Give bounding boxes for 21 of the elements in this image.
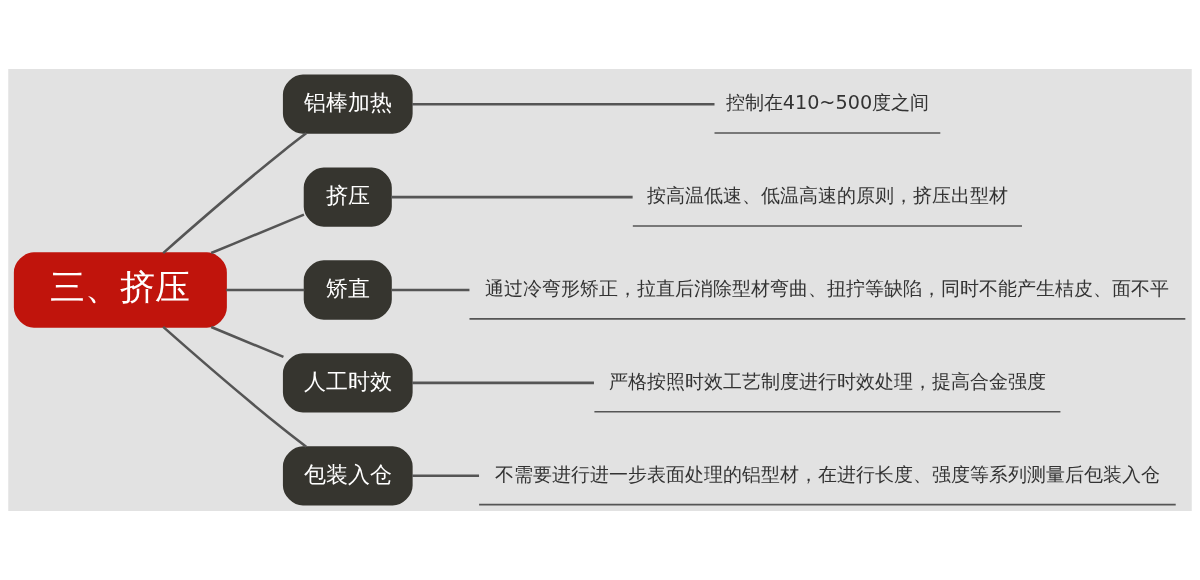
node-text: 不需要进行进一步表面处理的铝型材，在进行长度、强度等系列测量后包装入仓 (494, 462, 1160, 486)
connector (210, 213, 305, 255)
connector (412, 102, 715, 106)
connector (226, 288, 305, 292)
connector (210, 325, 284, 359)
node-text: 严格按照时效工艺制度进行时效处理，提高合金强度 (608, 369, 1046, 393)
node-box: 矫直 (303, 260, 392, 320)
node-text: 通过冷弯形矫正，拉直后消除型材弯曲、扭拧等缺陷，同时不能产生桔皮、面不平 (485, 276, 1170, 300)
node-text: 按高温低速、低温高速的原则，挤压出型材 (646, 184, 1008, 208)
node-box: 挤压 (303, 167, 392, 227)
connector (391, 195, 633, 199)
node-box: 铝棒加热 (282, 74, 413, 134)
connector (162, 132, 307, 255)
node-box: 三、挤压 (13, 252, 227, 328)
connector (391, 288, 470, 292)
node-text: 控制在410~500度之间 (725, 91, 930, 115)
connector (412, 474, 480, 478)
node-box: 包装入仓 (282, 446, 413, 506)
node-box: 人工时效 (282, 353, 413, 413)
connector (412, 381, 594, 385)
connector (162, 325, 307, 448)
